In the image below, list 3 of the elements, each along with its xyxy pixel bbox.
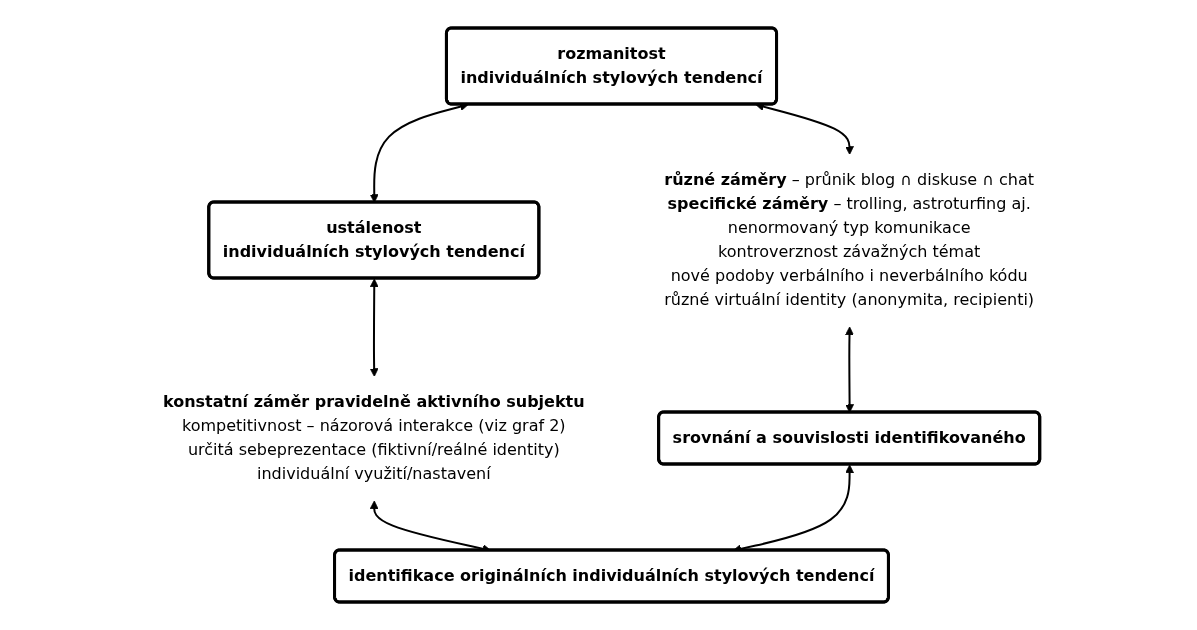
node-text: různé záměry – průnik blog ∩ diskuse ∩ chat specifické záměry – trolling, astroturfing aj. nenormovaný typ komunikace kontroverznost závažných témat nové podoby verbálního i neverbálního kódu různé virtuální identity (anonymita, recipienti) — [664, 170, 1035, 309]
node-text: konstatní záměr pravidelně aktivního subjektu kompetitivnost – názorová interakce (viz graf 2) určitá sebeprezentace (fiktivní/reálné identity) individuální využití/nastavení — [162, 391, 585, 483]
arrow — [369, 278, 379, 377]
